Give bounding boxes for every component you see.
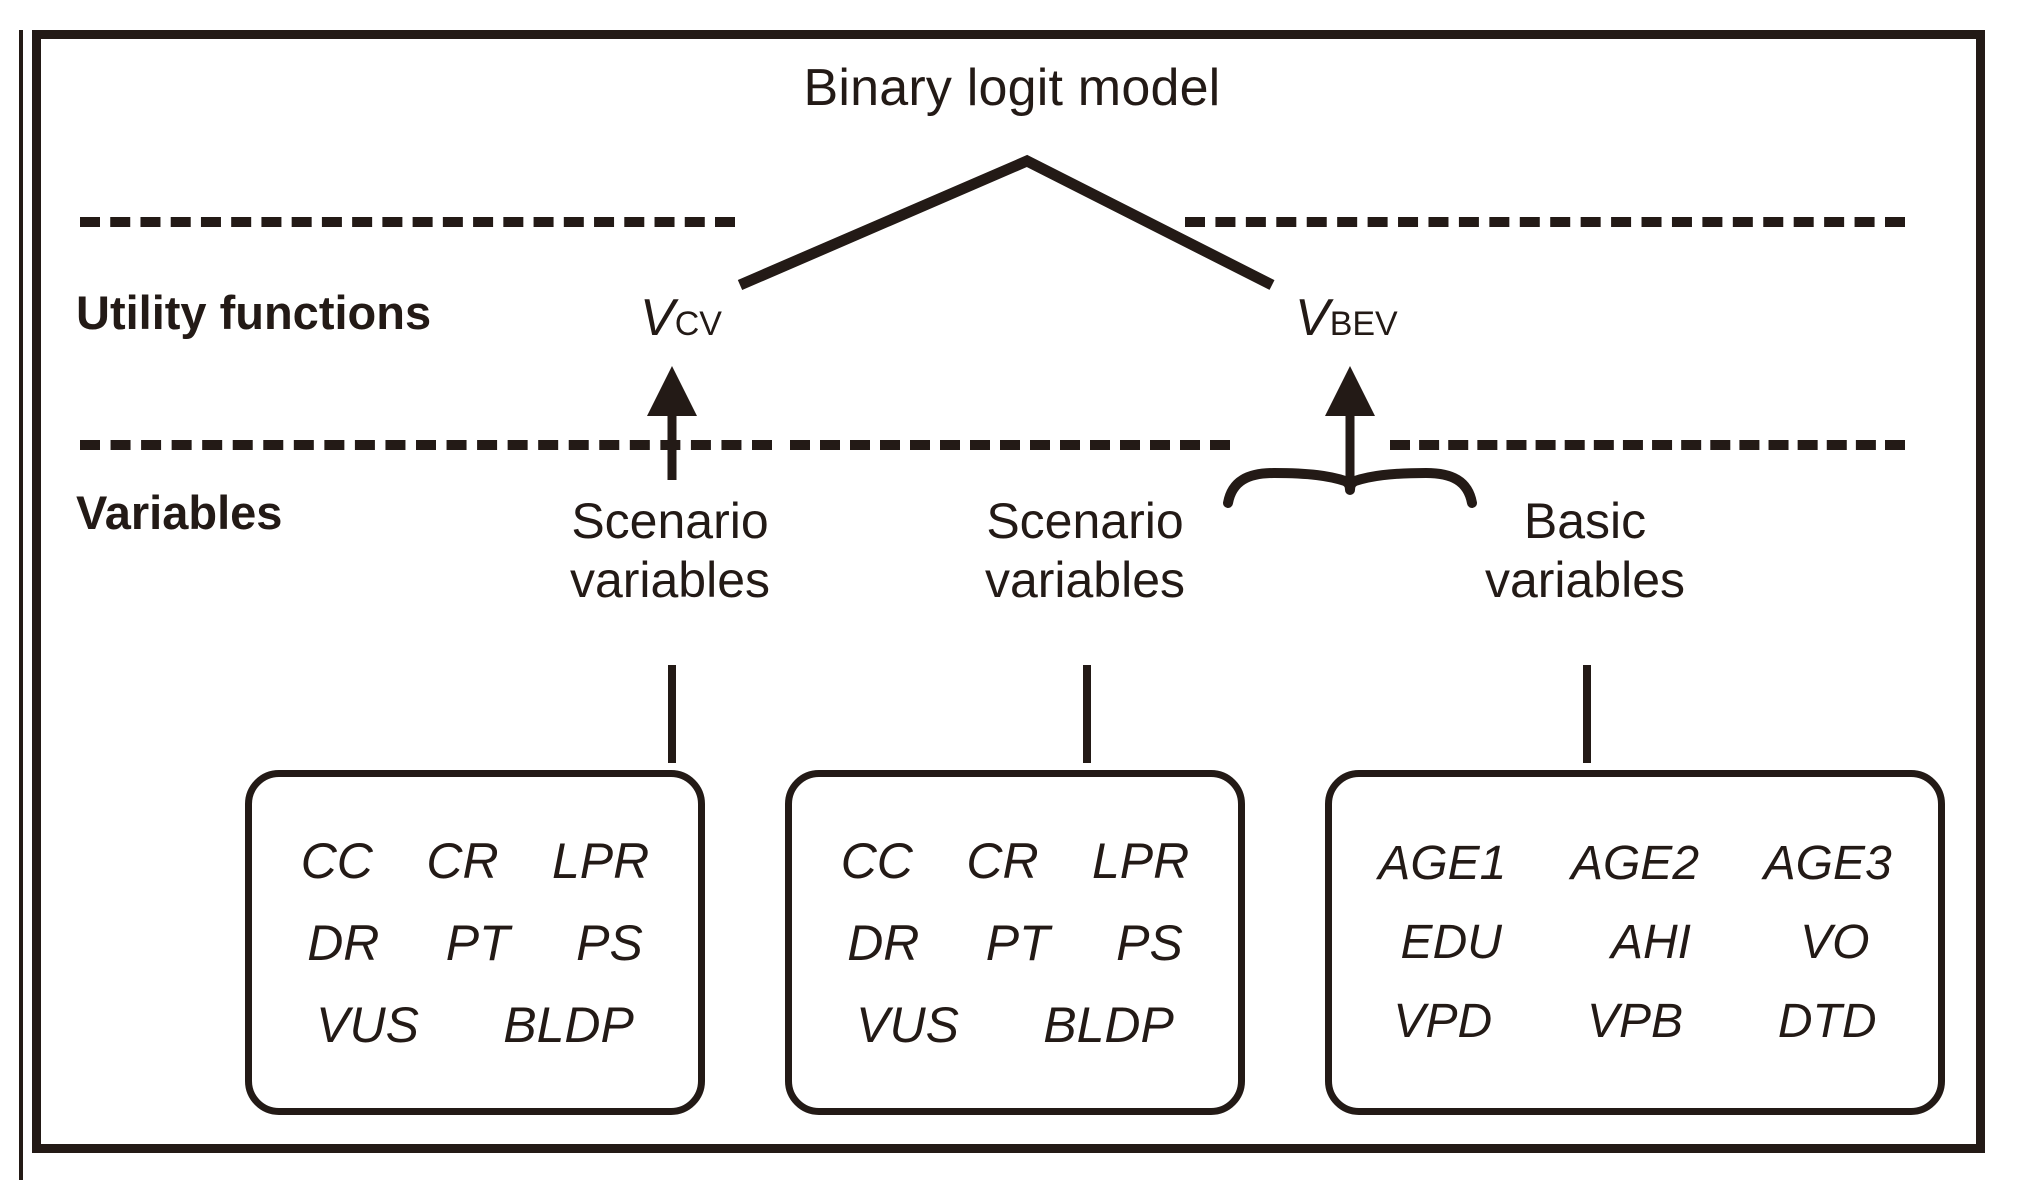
variable-item: DTD xyxy=(1777,995,1877,1048)
variable-item: PS xyxy=(576,914,643,971)
variable-box-3-row-1: AGE1 AGE2 AGE3 xyxy=(1332,824,1938,903)
variable-item: PT xyxy=(445,914,510,971)
variable-group-heading-3: Basic variables xyxy=(1420,492,1750,609)
utility-subscript-cv: CV xyxy=(674,305,722,343)
dashed-separator-top-left xyxy=(80,217,735,227)
variable-group-heading-2: Scenario variables xyxy=(920,492,1250,609)
variable-item: VO xyxy=(1800,916,1870,969)
variable-box-2-row-2: DR PT PS xyxy=(792,902,1238,984)
variable-item: PT xyxy=(985,914,1050,971)
connector-line-group-3 xyxy=(1583,665,1591,763)
utility-symbol-v-bev: V xyxy=(1295,289,1330,347)
connector-line-group-2 xyxy=(1083,665,1091,763)
connector-line-group-1 xyxy=(668,665,676,763)
variable-box-2-row-1: CC CR LPR xyxy=(792,820,1238,902)
variable-box-1: CC CR LPR DR PT PS VUS BLDP xyxy=(245,770,705,1115)
variable-box-1-row-1: CC CR LPR xyxy=(252,820,698,902)
utility-symbol-v-cv: V xyxy=(640,289,675,347)
variable-item: CR xyxy=(426,832,499,889)
variable-box-1-row-2: DR PT PS xyxy=(252,902,698,984)
variable-item: AGE2 xyxy=(1570,837,1700,890)
row-label-variables: Variables xyxy=(76,486,283,539)
variable-group-heading-1-line1: Scenario xyxy=(571,493,769,549)
variable-item: BLDP xyxy=(503,996,634,1053)
utility-function-cv: VCV xyxy=(640,288,722,348)
variable-item: LPR xyxy=(551,832,650,889)
variable-box-2: CC CR LPR DR PT PS VUS BLDP xyxy=(785,770,1245,1115)
page-title: Binary logit model xyxy=(803,59,1221,117)
variable-box-2-row-3: VUS BLDP xyxy=(792,984,1238,1066)
variable-box-1-row-3: VUS BLDP xyxy=(252,984,698,1066)
variable-item: VUS xyxy=(316,996,419,1053)
variable-item: CR xyxy=(966,832,1039,889)
dashed-separator-bottom-middle xyxy=(790,440,1230,450)
variable-group-heading-1-line2: variables xyxy=(569,551,771,608)
variable-group-heading-1: Scenario variables xyxy=(505,492,835,609)
variable-item: VPD xyxy=(1393,995,1493,1048)
dashed-separator-bottom-right xyxy=(1390,440,1905,450)
variable-group-heading-3-line1: Basic xyxy=(1523,493,1647,549)
variable-group-heading-3-line2: variables xyxy=(1484,551,1686,608)
variable-item: AGE3 xyxy=(1763,837,1892,890)
variable-item: BLDP xyxy=(1043,996,1174,1053)
left-edge-rule xyxy=(19,30,23,1180)
variable-box-3-row-3: VPD VPB DTD xyxy=(1332,982,1938,1061)
variable-item: AGE1 xyxy=(1378,837,1507,890)
utility-function-bev: VBEV xyxy=(1295,288,1398,348)
variable-box-3-row-2: EDU AHI VO xyxy=(1332,903,1938,982)
variable-item: CC xyxy=(840,832,913,889)
variable-item: EDU xyxy=(1400,916,1502,969)
variable-group-heading-2-line1: Scenario xyxy=(986,493,1184,549)
variable-group-heading-2-line2: variables xyxy=(984,551,1186,608)
variable-box-3: AGE1 AGE2 AGE3 EDU AHI VO VPD VPB DTD xyxy=(1325,770,1945,1115)
dashed-separator-bottom-left xyxy=(80,440,772,450)
variable-item: CC xyxy=(300,832,373,889)
dashed-separator-top-right xyxy=(1185,217,1905,227)
row-label-utility-functions: Utility functions xyxy=(76,286,432,339)
variable-item: DR xyxy=(847,914,920,971)
utility-subscript-bev: BEV xyxy=(1329,305,1398,343)
variable-item: DR xyxy=(307,914,380,971)
variable-item: AHI xyxy=(1610,916,1691,969)
variable-item: PS xyxy=(1116,914,1183,971)
variable-item: VPB xyxy=(1586,995,1684,1048)
variable-item: LPR xyxy=(1091,832,1190,889)
variable-item: VUS xyxy=(856,996,959,1053)
